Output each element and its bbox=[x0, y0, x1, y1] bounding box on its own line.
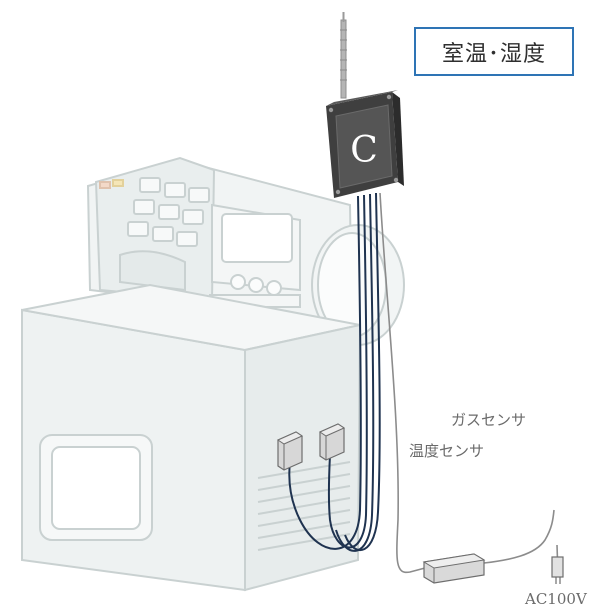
title-label: 室温･湿度 bbox=[441, 41, 546, 67]
temperature-sensor-1 bbox=[276, 431, 304, 471]
power-cable bbox=[379, 192, 559, 576]
temperature-sensor-label: 温度センサ bbox=[409, 442, 485, 460]
gas-sensor-label: ガスセンサ bbox=[451, 411, 527, 429]
antenna bbox=[340, 12, 347, 99]
sensor-cables bbox=[288, 192, 381, 552]
device-letter: C bbox=[350, 130, 378, 171]
transmitter-device: C bbox=[326, 90, 404, 198]
ac-plug bbox=[551, 556, 564, 584]
machine-illustration bbox=[21, 156, 405, 592]
power-label: AC100V bbox=[525, 590, 587, 608]
gas-sensor-box bbox=[422, 553, 486, 584]
title-label-box: 室温･湿度 bbox=[414, 27, 574, 76]
temperature-sensor-2 bbox=[318, 423, 346, 461]
